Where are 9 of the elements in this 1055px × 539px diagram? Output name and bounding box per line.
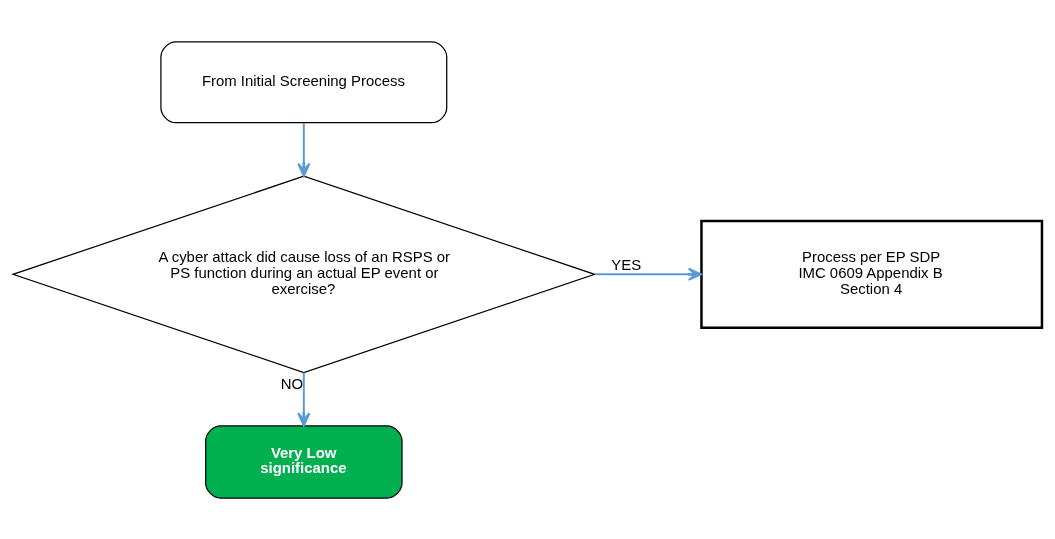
edge-label: YES	[611, 256, 642, 273]
edge-label: NO	[280, 375, 304, 392]
arrow	[593, 267, 703, 281]
node-box: From Initial Screening Process	[160, 40, 448, 123]
node-box: Process per EP SDP IMC 0609 Appendix B Section 4	[700, 219, 1044, 329]
node-box: Very Low significance	[205, 424, 403, 499]
node-diamond: A cyber attack did cause loss of an RSPS or PS function during an actual EP event or exercise?	[11, 175, 597, 373]
arrow	[297, 371, 311, 427]
arrow	[297, 121, 311, 177]
